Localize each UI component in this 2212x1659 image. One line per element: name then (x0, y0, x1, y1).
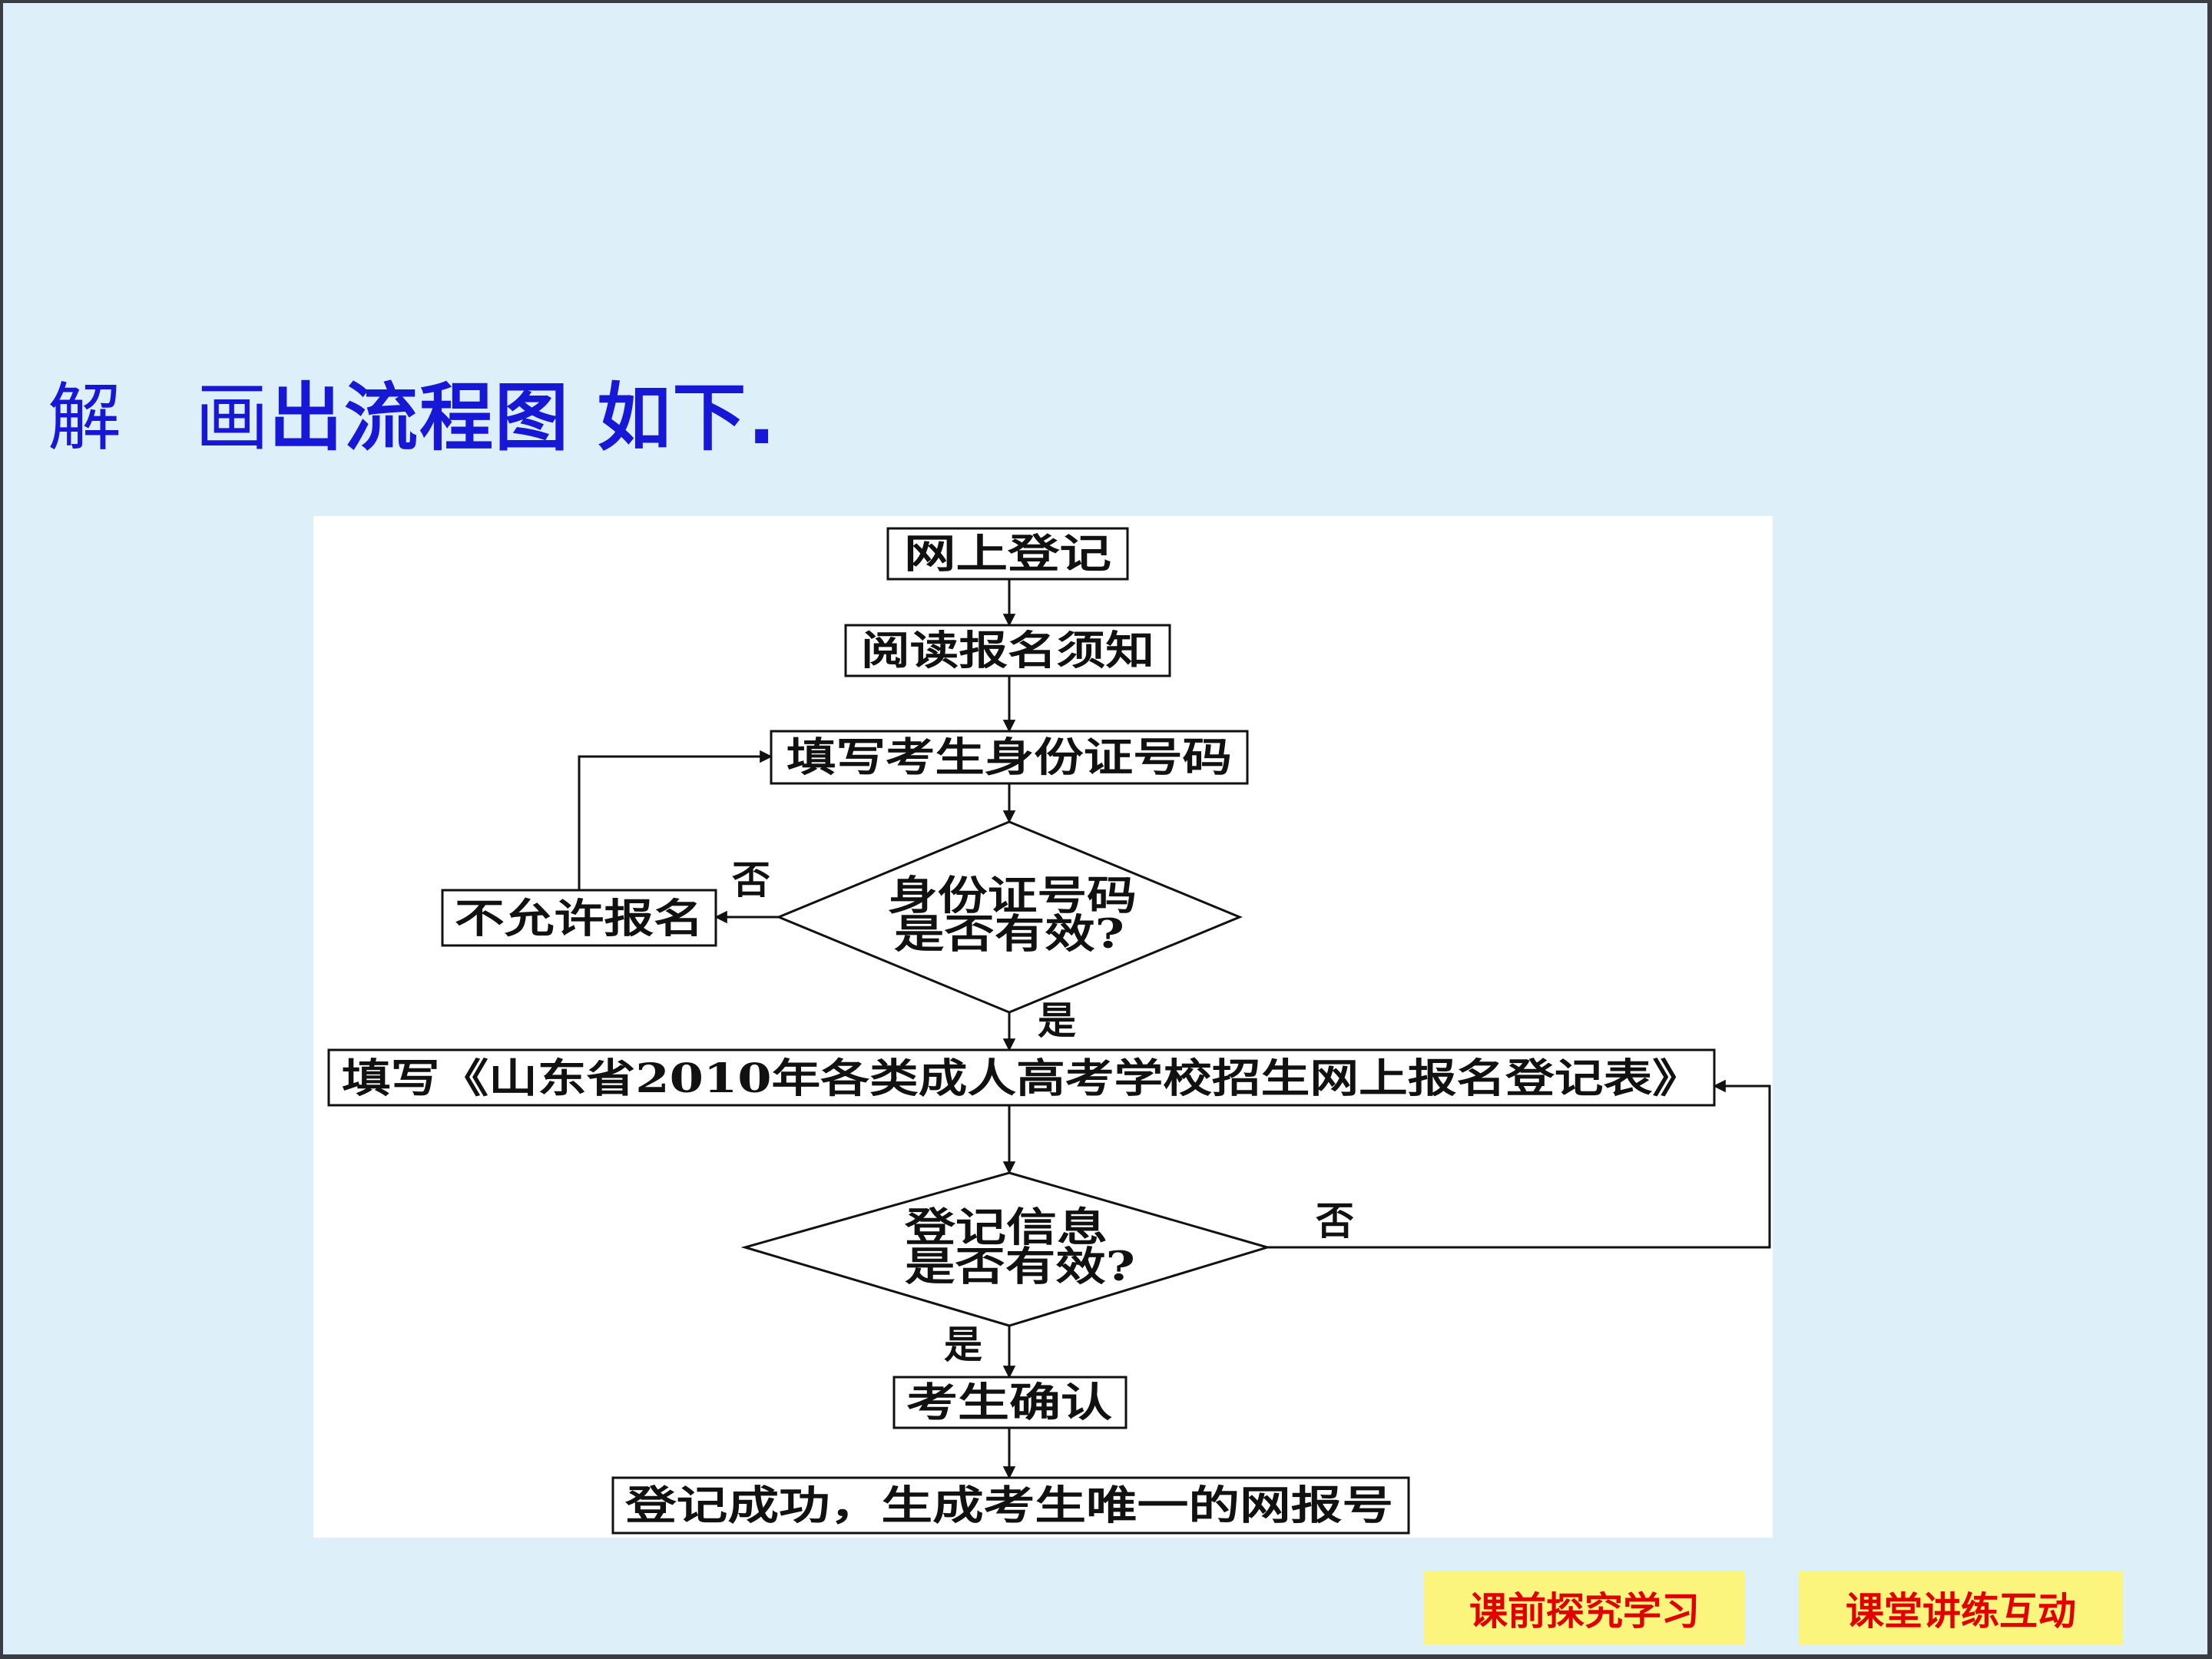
edge-loop-to-fill-id (578, 750, 773, 890)
edge-label-info-no: 否 (1316, 1198, 1354, 1243)
edge-info-no-loop (1267, 1079, 1771, 1249)
label-id-valid-1: 身份证号码 (888, 873, 1137, 919)
edge-label-id-no: 否 (732, 857, 770, 902)
label-online-register: 网上登记 (904, 531, 1111, 578)
label-fill-form: 填写《山东省2010年各类成人高考学校招生网上报名登记表》 (342, 1055, 1701, 1102)
slide: 解 画 出流程图 如下. (3, 3, 2207, 1654)
label-info-valid-2: 是否有效? (905, 1243, 1135, 1290)
edge-label-info-yes: 是 (944, 1322, 982, 1367)
label-success: 登记成功，生成考生唯一的网报号 (624, 1482, 1393, 1529)
heading-text: 出流程图 如下. (269, 375, 777, 461)
label-confirm: 考生确认 (906, 1379, 1112, 1426)
heading-prefix: 解 (48, 375, 121, 461)
heading-hua: 画 (195, 375, 269, 461)
label-read-notice: 阅读报名须知 (861, 628, 1154, 674)
node-fill-form (327, 1048, 1716, 1107)
label-info-valid-1: 登记信息 (904, 1204, 1108, 1251)
solution-heading: 解 画 出流程图 如下. (48, 358, 777, 465)
node-online-register (886, 527, 1129, 581)
pre-class-study-button[interactable]: 课前探究学习 (1424, 1571, 1745, 1645)
label-id-valid-2: 是否有效? (894, 911, 1124, 958)
edge-label-id-yes: 是 (1038, 998, 1076, 1043)
in-class-practice-button[interactable]: 课堂讲练互动 (1799, 1571, 2123, 1645)
label-not-allowed: 不允许报名 (455, 896, 704, 942)
flowchart-panel: 网上登记 阅读报名须知 填写考生身份证号码 身份证号码 是否有效? 不允许报名 … (313, 516, 1773, 1538)
label-fill-id: 填写考生身份证号码 (786, 734, 1232, 781)
flowchart: 网上登记 阅读报名须知 填写考生身份证号码 身份证号码 是否有效? 不允许报名 … (327, 527, 1771, 1535)
